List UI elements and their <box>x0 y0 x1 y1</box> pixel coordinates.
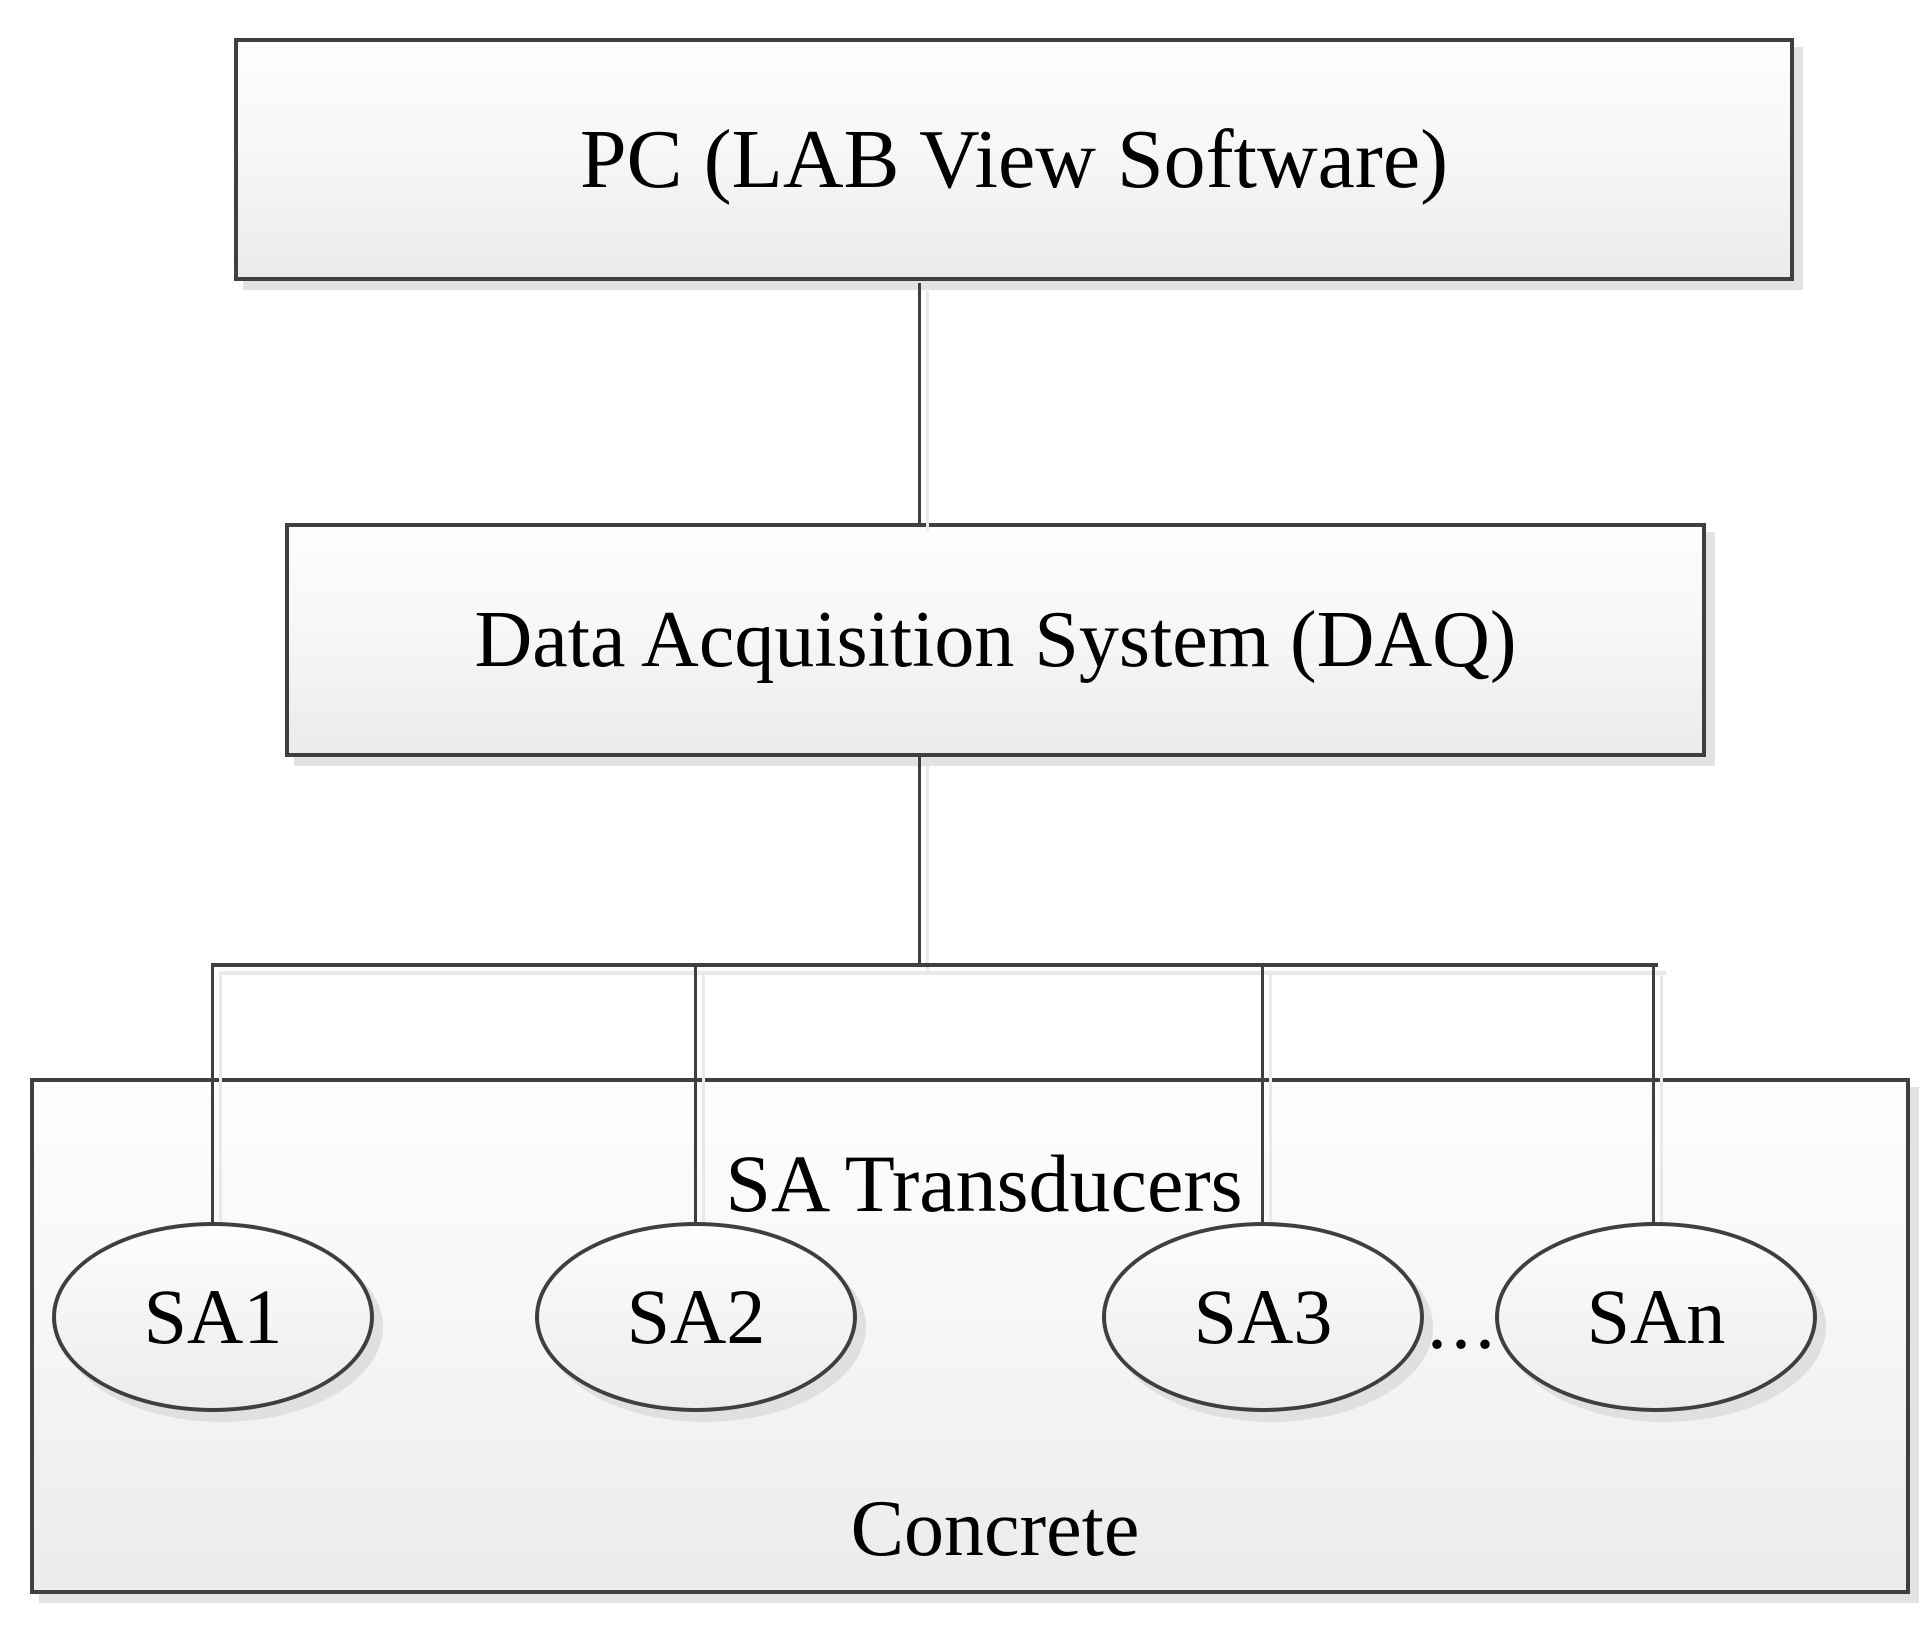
transducer-label-san: SAn <box>1586 1273 1726 1360</box>
transducer-node-san: SAn <box>1495 1222 1817 1412</box>
pc-node-box: PC (LAB View Software) <box>234 38 1794 281</box>
branch-bus-line <box>211 963 1658 967</box>
transducers-group-title: SA Transducers <box>725 1138 1243 1229</box>
daq-node-label: Data Acquisition System (DAQ) <box>474 595 1517 684</box>
transducer-label-sa2: SA2 <box>626 1273 766 1360</box>
transducer-label-sa3: SA3 <box>1193 1273 1333 1360</box>
transducer-node-sa3: SA3 <box>1102 1222 1424 1412</box>
transducer-node-sa1: SA1 <box>52 1222 374 1412</box>
branch-drop-sa1 <box>211 965 214 1223</box>
daq-node-box: Data Acquisition System (DAQ) <box>285 523 1706 757</box>
connector-daq-to-bus <box>918 757 921 965</box>
connector-pc-to-daq <box>918 283 921 523</box>
transducers-ellipsis: ... <box>1427 1278 1499 1366</box>
transducer-node-sa2: SA2 <box>535 1222 857 1412</box>
branch-drop-san <box>1652 965 1655 1223</box>
branch-drop-sa2 <box>694 965 697 1223</box>
pc-node-label: PC (LAB View Software) <box>579 113 1449 206</box>
branch-drop-sa3 <box>1261 965 1264 1223</box>
concrete-substrate-label: Concrete <box>850 1485 1140 1573</box>
transducer-label-sa1: SA1 <box>143 1273 283 1360</box>
